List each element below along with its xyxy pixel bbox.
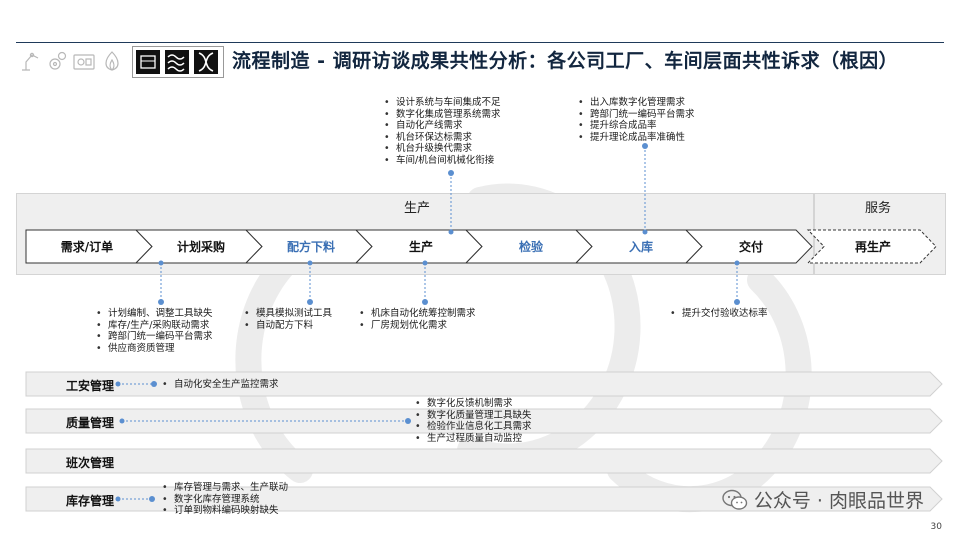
row-label-quality: 质量管理 bbox=[66, 416, 115, 430]
page-title: 流程制造 - 调研访谈成果共性分析：各公司工厂、车间层面共性诉求（根因） bbox=[232, 50, 899, 72]
connector-dot bbox=[642, 229, 648, 235]
list-item: 模具模拟测试工具 bbox=[244, 308, 332, 320]
callout-production-needs: 设计系统与车间集成不足 数字化集成管理系统需求 自动化产线需求 机台环保达标需求… bbox=[384, 97, 501, 167]
connector-dot bbox=[734, 260, 740, 266]
list-item: 生产过程质量自动监控 bbox=[415, 433, 532, 445]
connector-dot bbox=[307, 299, 313, 305]
list-item: 提升综合成品率 bbox=[578, 120, 695, 132]
connector-dot bbox=[151, 381, 157, 387]
connector-dot bbox=[158, 260, 164, 266]
connector-dot bbox=[642, 143, 648, 149]
flame-icon bbox=[105, 51, 119, 71]
row-label-shift: 班次管理 bbox=[66, 456, 115, 470]
list-item: 机台升级换代需求 bbox=[384, 143, 501, 155]
callout-machine-needs: 机床自动化统筹控制需求 厂房规划优化需求 bbox=[359, 308, 476, 331]
connector-dot bbox=[115, 381, 121, 387]
list-item: 自动配方下料 bbox=[244, 320, 332, 332]
row-items-quality: 数字化反馈机制需求 数字化质量管理工具缺失 检验作业信息化工具需求 生产过程质量… bbox=[415, 398, 532, 444]
connector-dot bbox=[119, 418, 125, 424]
list-item: 检验作业信息化工具需求 bbox=[415, 421, 532, 433]
industry-icons-dark bbox=[132, 46, 224, 78]
service-band-label: 服务 bbox=[865, 201, 892, 216]
connector-dot bbox=[448, 170, 454, 176]
watermark: 公众号 · 肉眼品世界 bbox=[722, 486, 924, 513]
page-number: 30 bbox=[930, 522, 942, 532]
stage-formula-material: 配方下料 bbox=[286, 240, 335, 254]
list-item: 机台环保达标需求 bbox=[384, 132, 501, 144]
row-bar-shift bbox=[25, 448, 943, 474]
stage-reproduction: 再生产 bbox=[854, 240, 891, 254]
list-item: 跨部门统一编码平台需求 bbox=[96, 331, 213, 343]
machine-icon bbox=[73, 54, 95, 70]
chevron-reproduction bbox=[806, 229, 937, 264]
list-item: 供应商资质管理 bbox=[96, 343, 213, 355]
connector-dot bbox=[734, 299, 740, 305]
list-item: 计划编制、调整工具缺失 bbox=[96, 308, 213, 320]
row-label-safety: 工安管理 bbox=[66, 379, 115, 393]
stage-delivery: 交付 bbox=[738, 240, 763, 254]
list-item: 数字化库存管理系统 bbox=[162, 494, 288, 506]
list-item: 数字化集成管理系统需求 bbox=[384, 109, 501, 121]
connector-dot bbox=[405, 418, 411, 424]
list-item: 订单到物料编码映射缺失 bbox=[162, 505, 288, 517]
industry-icons-light bbox=[18, 46, 130, 76]
stage-planning-procurement: 计划采购 bbox=[176, 240, 225, 254]
row-items-safety: 自动化安全生产监控需求 bbox=[162, 379, 279, 391]
callout-warehousing-needs: 出入库数字化管理需求 跨部门统一编码平台需求 提升综合成品率 提升理论成品率准确… bbox=[578, 97, 695, 143]
list-item: 机床自动化统筹控制需求 bbox=[359, 308, 476, 320]
stage-inspection: 检验 bbox=[518, 240, 543, 254]
list-item: 设计系统与车间集成不足 bbox=[384, 97, 501, 109]
connector-dot bbox=[422, 260, 428, 266]
callout-delivery-needs: 提升交付验收达标率 bbox=[670, 308, 768, 320]
fabric-icon bbox=[165, 50, 189, 74]
list-item: 自动化安全生产监控需求 bbox=[162, 379, 279, 391]
stage-production: 生产 bbox=[408, 240, 433, 254]
list-item: 车间/机台间机械化衔接 bbox=[384, 155, 501, 167]
row-label-inventory: 库存管理 bbox=[66, 494, 115, 508]
robot-arm-icon bbox=[22, 52, 39, 71]
row-items-inventory: 库存管理与需求、生产联动 数字化库存管理系统 订单到物料编码映射缺失 bbox=[162, 482, 288, 517]
list-item: 自动化产线需求 bbox=[384, 120, 501, 132]
callout-formula-needs: 模具模拟测试工具 自动配方下料 bbox=[244, 308, 332, 331]
chevron-delivery bbox=[684, 229, 813, 264]
watermark-text: 公众号 · 肉眼品世界 bbox=[753, 490, 924, 512]
connector-dot bbox=[448, 229, 454, 235]
list-item: 库存管理与需求、生产联动 bbox=[162, 482, 288, 494]
list-item: 数字化反馈机制需求 bbox=[415, 398, 532, 410]
stage-warehousing: 入库 bbox=[628, 240, 653, 254]
wechat-icon bbox=[722, 489, 748, 510]
list-item: 提升理论成品率准确性 bbox=[578, 132, 695, 144]
chemical-icon bbox=[136, 50, 160, 74]
connector-dot bbox=[422, 299, 428, 305]
gears-icon bbox=[49, 51, 67, 70]
connector-dot bbox=[307, 260, 313, 266]
list-item: 厂房规划优化需求 bbox=[359, 320, 476, 332]
header-rule bbox=[16, 42, 944, 43]
list-item: 出入库数字化管理需求 bbox=[578, 97, 695, 109]
callout-planning-needs: 计划编制、调整工具缺失 库存/生产/采购联动需求 跨部门统一编码平台需求 供应商… bbox=[96, 308, 213, 354]
stage-demand-order: 需求/订单 bbox=[60, 240, 114, 254]
dna-icon bbox=[194, 50, 218, 74]
list-item: 库存/生产/采购联动需求 bbox=[96, 320, 213, 332]
list-item: 跨部门统一编码平台需求 bbox=[578, 109, 695, 121]
connector-dot bbox=[158, 299, 164, 305]
list-item: 提升交付验收达标率 bbox=[670, 308, 768, 320]
production-band-label: 生产 bbox=[404, 201, 431, 216]
list-item: 数字化质量管理工具缺失 bbox=[415, 410, 532, 422]
